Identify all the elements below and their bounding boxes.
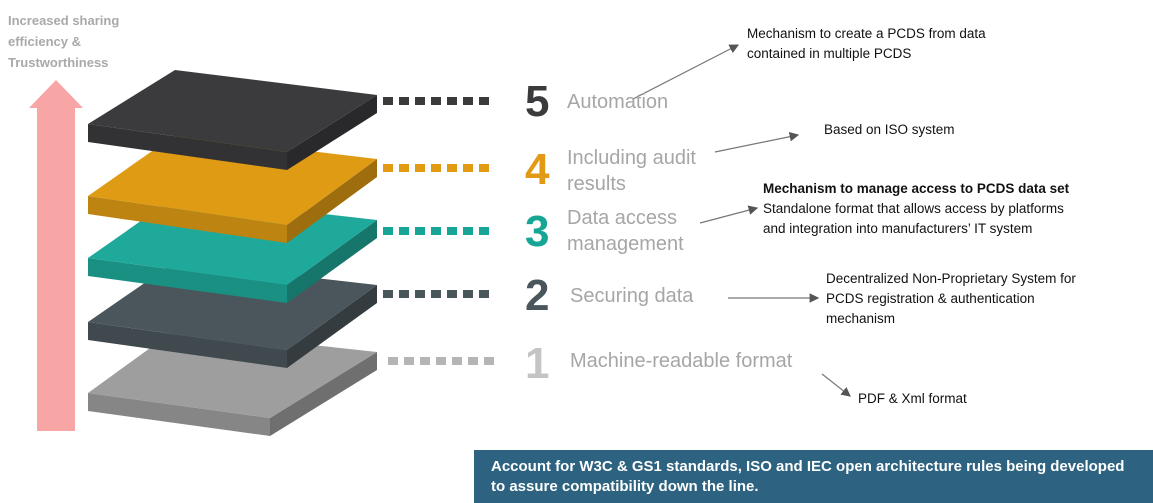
connector-dot	[479, 164, 489, 172]
connector-dot	[415, 164, 425, 172]
connector-dot	[447, 290, 457, 298]
slab-side-face	[287, 220, 377, 303]
level-title-1: Machine-readable format	[570, 348, 792, 374]
note-line: PDF & Xml format	[858, 391, 967, 406]
level-number-5: 5	[525, 77, 550, 126]
axis-label-line: Increased sharing	[8, 13, 120, 28]
connector-dot	[399, 97, 409, 105]
connector-dot	[388, 357, 398, 365]
slab-front-face	[88, 393, 270, 436]
connector-dot	[415, 97, 425, 105]
slab-side-face	[287, 159, 377, 243]
axis-label: Increased sharing efficiency & Trustwort…	[8, 10, 208, 73]
connector-dot	[431, 227, 441, 235]
connector-dot	[399, 290, 409, 298]
standards-callout: Account for W3C & GS1 standards, ISO and…	[474, 450, 1153, 503]
note-line: Mechanism to create a PCDS from data	[747, 26, 986, 41]
connector-dot	[452, 357, 462, 365]
connector-dot	[436, 357, 446, 365]
connector-dot	[479, 290, 489, 298]
level-number-2: 2	[525, 271, 550, 320]
note-line: Standalone format that allows access by …	[763, 201, 1064, 216]
connector-dot	[431, 164, 441, 172]
slab-side-face	[287, 95, 377, 170]
note-line: Decentralized Non-Proprietary System for	[826, 271, 1076, 286]
axis-label-line: efficiency &	[8, 34, 81, 49]
level-number-3: 3	[525, 207, 550, 256]
level-number-1: 1	[525, 339, 550, 388]
note-level-2: Decentralized Non-Proprietary System for…	[826, 269, 1076, 329]
note-pointer-arrow	[821, 373, 851, 397]
connector-dot	[399, 227, 409, 235]
note-line: PCDS registration & authentication	[826, 291, 1035, 306]
layer-slab-5	[88, 70, 377, 170]
dotted-connectors	[383, 97, 494, 365]
connector-dot	[479, 97, 489, 105]
connector-dot	[479, 227, 489, 235]
layer-slabs	[88, 70, 377, 436]
connector-dot	[463, 97, 473, 105]
level-title-line: Data access	[567, 207, 678, 229]
connector-dot	[383, 227, 393, 235]
note-line: Based on ISO system	[824, 122, 955, 137]
note-heading: Mechanism to manage access to PCDS data …	[763, 181, 1070, 196]
level-title-line: Securing data	[570, 285, 694, 307]
connector-dot	[468, 357, 478, 365]
note-pointer-arrow	[714, 131, 800, 153]
connector-dot	[484, 357, 494, 365]
axis-label-line: Trustworthiness	[8, 55, 109, 70]
connector-dot	[463, 290, 473, 298]
level-title-5: Automation	[567, 89, 668, 115]
level-title-3: Data access management	[567, 205, 684, 257]
note-level-1: PDF & Xml format	[858, 389, 967, 409]
up-arrow-shape	[29, 80, 83, 431]
connector-dot	[383, 97, 393, 105]
slab-front-face	[88, 196, 287, 243]
note-pointer-arrow	[632, 44, 740, 100]
level-title-line: Including audit	[567, 147, 696, 169]
connector-dot	[463, 164, 473, 172]
level-title-2: Securing data	[570, 283, 693, 309]
note-pointers	[632, 44, 851, 397]
note-line: contained in multiple PCDS	[747, 46, 912, 61]
connector-dot	[415, 227, 425, 235]
connector-dot	[447, 227, 457, 235]
note-level-5: Mechanism to create a PCDS from data con…	[747, 24, 986, 64]
level-title-line: results	[567, 173, 626, 195]
slab-top-face	[88, 70, 377, 152]
connector-dot	[463, 227, 473, 235]
level-number-4: 4	[525, 145, 550, 194]
standards-callout-text: Account for W3C & GS1 standards, ISO and…	[491, 458, 1125, 495]
connector-dot	[447, 164, 457, 172]
connector-dot	[399, 164, 409, 172]
connector-dot	[383, 290, 393, 298]
connector-dot	[447, 97, 457, 105]
slab-front-face	[88, 258, 287, 303]
level-title-line: Machine-readable format	[570, 350, 793, 372]
note-level-3: Mechanism to manage access to PCDS data …	[763, 179, 1069, 239]
connector-dot	[420, 357, 430, 365]
slab-side-face	[287, 285, 377, 368]
note-line: mechanism	[826, 311, 896, 326]
connector-dot	[404, 357, 414, 365]
connector-dot	[431, 290, 441, 298]
connector-dot	[383, 164, 393, 172]
connector-dot	[431, 97, 441, 105]
slab-front-face	[88, 322, 287, 368]
note-line: and integration into manufacturers’ IT s…	[763, 221, 1033, 236]
slab-side-face	[270, 352, 377, 436]
up-arrow-icon	[29, 80, 83, 431]
note-pointer-arrow	[699, 205, 759, 224]
slab-front-face	[88, 124, 287, 170]
level-title-line: management	[567, 233, 684, 255]
level-title-4: Including audit results	[567, 145, 696, 197]
note-level-4: Based on ISO system	[824, 120, 955, 140]
level-title-line: Automation	[567, 91, 669, 113]
connector-dot	[415, 290, 425, 298]
